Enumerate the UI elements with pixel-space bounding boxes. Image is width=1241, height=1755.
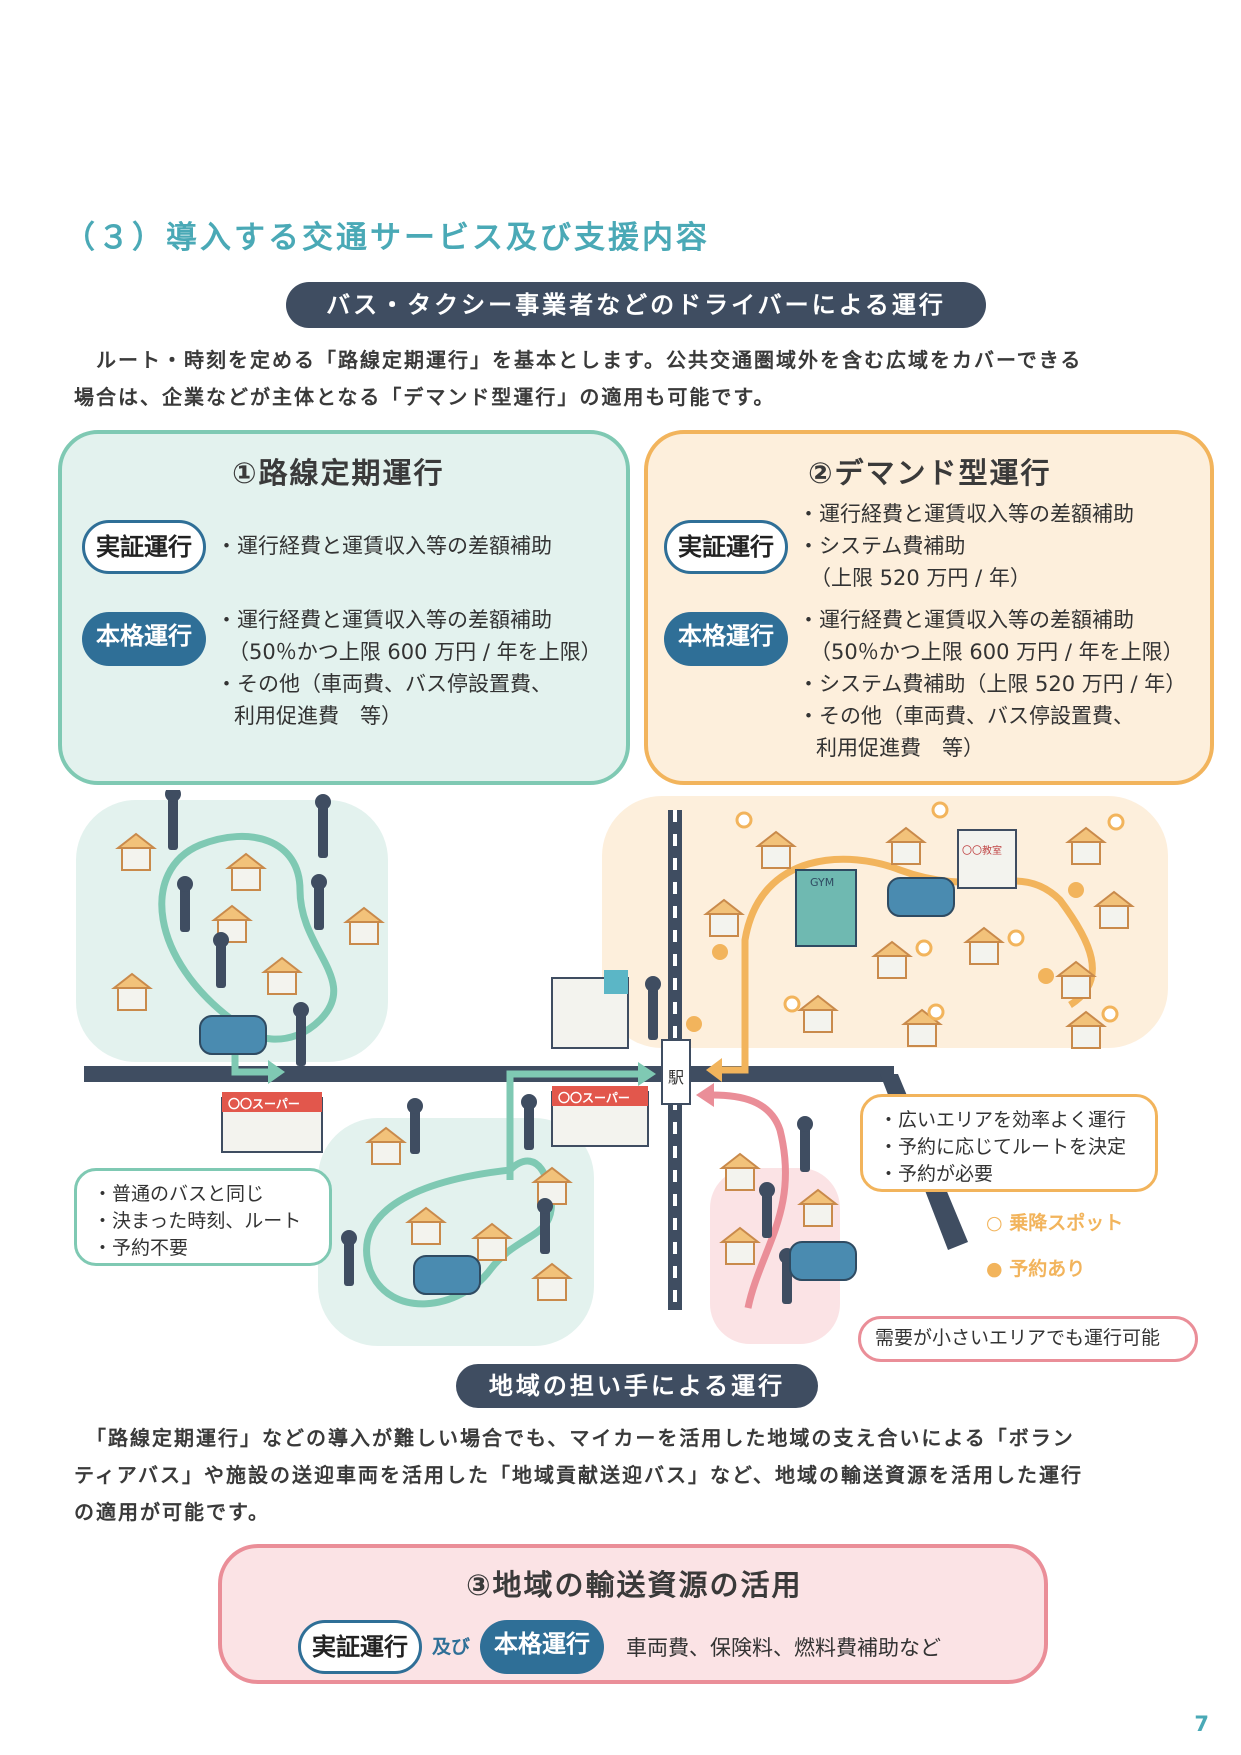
school-building xyxy=(957,829,1017,889)
reserved-spot-markers xyxy=(686,882,1084,1032)
supermarket-icons xyxy=(221,1086,649,1153)
route-line xyxy=(506,1070,640,1180)
bus-stops xyxy=(165,790,813,1304)
tag-demo-operation: 実証運行 xyxy=(664,520,788,574)
note-line: ・普通のバスと同じ xyxy=(93,1183,265,1205)
intro-line: 「路線定期運行」などの導入が難しい場合でも、マイカーを活用した地域の支え合いによ… xyxy=(74,1426,1075,1450)
full-support-text: （50％かつ上限 600 万円 / 年を上限） xyxy=(810,640,1184,664)
note-line: ・予約に応じてルートを決定 xyxy=(879,1136,1127,1158)
note-line: ・予約不要 xyxy=(93,1237,189,1259)
main-road xyxy=(84,1066,894,1082)
full-support-text: ・その他（車両費、バス停設置費、 xyxy=(216,672,552,696)
legend-label: 乗降スポット xyxy=(1009,1212,1124,1234)
transport-illustration-map: 〇〇スーパー 〇〇スーパー GYM 〇〇教室 xyxy=(76,790,1168,1346)
panel-title: ②デマンド型運行 xyxy=(808,456,1052,490)
panel-demand-operation: ②デマンド型運行 実証運行 ・運行経費と運賃収入等の差額補助 ・システム費補助 … xyxy=(644,430,1214,785)
full-support-text: （50％かつ上限 600 万円 / 年を上限） xyxy=(228,640,602,664)
full-support-text: ・その他（車両費、バス停設置費、 xyxy=(798,704,1134,728)
tag-full-operation: 本格運行 xyxy=(82,612,206,666)
header-community-operation: 地域の担い手による運行 xyxy=(456,1364,818,1408)
intro-line: の適用が可能です。 xyxy=(74,1500,270,1524)
tag-full-operation: 本格運行 xyxy=(480,1620,604,1674)
gym-building xyxy=(795,869,857,947)
note-route-features: ・普通のバスと同じ ・決まった時刻、ルート ・予約不要 xyxy=(74,1168,332,1266)
reserved-pin-icon: ● xyxy=(986,1258,1003,1280)
intro-line: ティアバス」や施設の送迎車両を活用した「地域貢献送迎バス」など、地域の輸送資源を… xyxy=(74,1463,1083,1487)
intro-line: 場合は、企業などが主体となる「デマンド型運行」の適用も可能です。 xyxy=(74,385,776,409)
gym-label: GYM xyxy=(810,876,834,889)
supermarket-label: 〇〇スーパー xyxy=(228,1096,300,1111)
full-support-text: ・運行経費と運賃収入等の差額補助 xyxy=(216,608,552,632)
demo-support-text: ・システム費補助 xyxy=(798,534,966,558)
conjunction-text: 及び xyxy=(432,1636,471,1658)
header-driver-operation: バス・タクシー事業者などのドライバーによる運行 xyxy=(286,282,986,328)
small-area-route-line xyxy=(711,1091,790,1309)
section-title: （３）導入する交通サービス及び支援内容 xyxy=(64,220,710,256)
station-label: 駅 xyxy=(668,1068,685,1087)
intro-line: ルート・時刻を定める「路線定期運行」を基本とします。公共交通圏域外を含む広域をカ… xyxy=(74,348,1083,372)
full-support-text: ・運行経費と運賃収入等の差額補助 xyxy=(798,608,1134,632)
demo-support-text: （上限 520 万円 / 年） xyxy=(810,566,1031,590)
note-line: ・予約が必要 xyxy=(879,1163,994,1185)
note-line: ・広いエリアを効率よく運行 xyxy=(879,1109,1127,1131)
note-small-area: 需要が小さいエリアでも運行可能 xyxy=(858,1316,1198,1362)
panel-title: ③地域の輸送資源の活用 xyxy=(466,1568,803,1602)
full-support-text: 利用促進費 等） xyxy=(816,736,984,760)
panel-title: ①路線定期運行 xyxy=(232,456,445,490)
station-building xyxy=(661,1039,691,1105)
legend-pickup-spot: ○ 乗降スポット xyxy=(986,1208,1123,1235)
full-support-text: ・システム費補助（上限 520 万円 / 年） xyxy=(798,672,1187,696)
support-description: 車両費、保険料、燃料費補助など xyxy=(626,1636,941,1660)
bus-icons xyxy=(199,877,955,1295)
tag-demo-operation: 実証運行 xyxy=(298,1620,422,1674)
full-support-text: 利用促進費 等） xyxy=(234,704,402,728)
spot-pin-icon: ○ xyxy=(986,1212,1003,1234)
intro-paragraph-2: 「路線定期運行」などの導入が難しい場合でも、マイカーを活用した地域の支え合いによ… xyxy=(74,1420,1214,1531)
intro-paragraph-1: ルート・時刻を定める「路線定期運行」を基本とします。公共交通圏域外を含む広域をカ… xyxy=(74,342,1204,416)
tag-full-operation: 本格運行 xyxy=(664,612,788,666)
pickup-spot-markers xyxy=(735,801,1125,1023)
legend-label: 予約あり xyxy=(1009,1258,1086,1280)
note-demand-features: ・広いエリアを効率よく運行 ・予約に応じてルートを決定 ・予約が必要 xyxy=(860,1094,1158,1192)
tag-demo-operation: 実証運行 xyxy=(82,520,206,574)
panel-local-resources: ③地域の輸送資源の活用 実証運行 及び 本格運行 車両費、保険料、燃料費補助など xyxy=(218,1544,1048,1684)
route-area-background xyxy=(318,1118,594,1346)
note-line: ・決まった時刻、ルート xyxy=(93,1210,302,1232)
legend-reserved: ● 予約あり xyxy=(986,1254,1085,1281)
houses xyxy=(111,826,1135,1301)
route-line xyxy=(158,832,338,1043)
school-label: 〇〇教室 xyxy=(962,844,1002,857)
panel-route-operation: ①路線定期運行 実証運行 ・運行経費と運賃収入等の差額補助 本格運行 ・運行経費… xyxy=(58,430,630,785)
demo-support-text: ・運行経費と運賃収入等の差額補助 xyxy=(216,534,552,558)
page-number: 7 xyxy=(1194,1712,1209,1736)
supermarket-label: 〇〇スーパー xyxy=(558,1090,630,1105)
demo-support-text: ・運行経費と運賃収入等の差額補助 xyxy=(798,502,1134,526)
